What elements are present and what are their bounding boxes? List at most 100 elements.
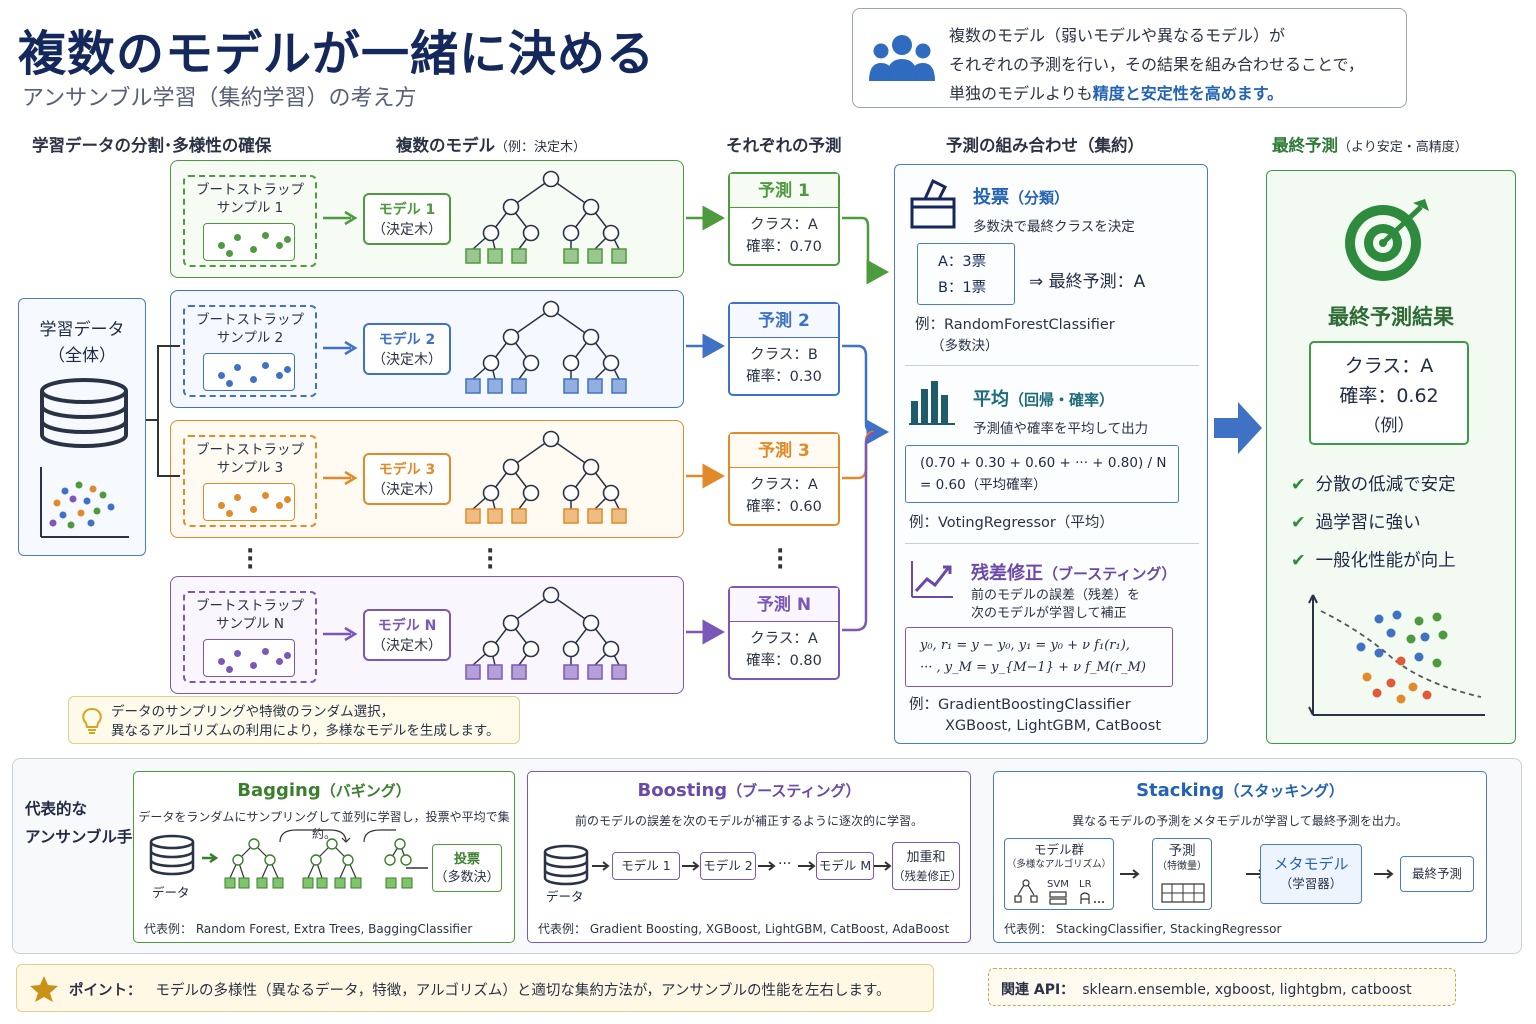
full-data-label-1: 学習データ bbox=[39, 320, 125, 340]
sample-label-2: サンプル 2 bbox=[216, 330, 284, 346]
col-head-preds: それぞれの予測 bbox=[726, 136, 842, 155]
sample-dot bbox=[276, 372, 283, 379]
api-text: 関連 API：sklearn.ensemble, xgboost, lightg… bbox=[1001, 979, 1412, 999]
tree-node bbox=[602, 224, 620, 242]
sample-dot bbox=[234, 650, 241, 657]
prediction-title: 予測 3 bbox=[730, 434, 838, 468]
tree-node bbox=[482, 640, 500, 658]
hint-box: データのサンプリングや特徴のランダム選択， 異なるアルゴリズムの利用により，多様… bbox=[68, 696, 520, 744]
model-box: モデル 1（決定木） bbox=[363, 193, 451, 245]
point-text: ポイント：モデルの多様性（異なるデータ，特徴，アルゴリズム）と適切な集約方法が，… bbox=[69, 979, 891, 1000]
arrow-icon bbox=[323, 626, 358, 642]
boosting-output: 加重和 （残差修正） bbox=[892, 842, 962, 890]
sample-dot bbox=[234, 364, 241, 371]
tree-leaf bbox=[487, 508, 503, 524]
final-class: クラス：A bbox=[1344, 355, 1434, 377]
boost-desc-2: 次のモデルが学習して補正 bbox=[971, 606, 1127, 621]
divider-1 bbox=[905, 365, 1199, 366]
database-icon bbox=[149, 834, 195, 876]
bootstrap-sample: ブートストラップサンプル N bbox=[183, 591, 317, 683]
bagging-output-2: （多数決） bbox=[434, 870, 500, 885]
model-type: （決定木） bbox=[372, 222, 442, 238]
sample-dot bbox=[276, 658, 283, 665]
col-head-final: 最終予測（より安定・高精度） bbox=[1272, 132, 1468, 156]
sample-dot bbox=[250, 662, 257, 669]
sample-dot bbox=[250, 376, 257, 383]
sample-dot bbox=[276, 502, 283, 509]
boosting-examples: 代表例： Gradient Boosting, XGBoost, LightGB… bbox=[538, 922, 950, 936]
stacking-examples: 代表例： StackingClassifier, StackingRegress… bbox=[1004, 922, 1282, 936]
prediction-class: クラス：A bbox=[750, 631, 818, 647]
stacking-meta-1: メタモデル bbox=[1273, 855, 1349, 873]
sample-dot bbox=[250, 246, 257, 253]
average-formula: (0.70 + 0.30 + 0.60 + ··· + 0.80) / N = … bbox=[905, 445, 1179, 503]
stacking-lr: LR bbox=[1079, 879, 1092, 890]
boosting-desc: 前のモデルの誤差を次のモデルが補正するように逐次的に学習。 bbox=[574, 814, 923, 828]
tree-leaf bbox=[334, 877, 346, 889]
sample-label: ブートストラップサンプル 1 bbox=[185, 181, 315, 217]
tree-leaf bbox=[487, 378, 503, 394]
boosting-ellipsis: ··· bbox=[778, 856, 792, 872]
bootstrap-sample: ブートストラップサンプル 1 bbox=[183, 175, 317, 267]
vote-result: ⇒ 最終予測：A bbox=[1029, 272, 1146, 292]
tree-node bbox=[522, 640, 540, 658]
tree-node bbox=[248, 838, 260, 850]
api-box: 関連 API：sklearn.ensemble, xgboost, lightg… bbox=[988, 968, 1456, 1006]
tree-node bbox=[582, 328, 600, 346]
sample-label: ブートストラップサンプル N bbox=[185, 597, 315, 633]
tree-node bbox=[502, 458, 520, 476]
tree-node bbox=[264, 854, 276, 866]
boost-title-note: （ブースティング） bbox=[1043, 565, 1177, 583]
tree-leaf bbox=[385, 877, 397, 889]
sample-label-1: ブートストラップ bbox=[196, 312, 304, 328]
stacking-model-group: モデル群 （多様なアルゴリズム） SVM LR bbox=[1004, 838, 1114, 910]
page-title: 複数のモデルが一緒に決める bbox=[18, 26, 656, 82]
stacking-svm: SVM bbox=[1047, 879, 1069, 890]
sample-dot bbox=[276, 242, 283, 249]
tree-node bbox=[384, 854, 396, 866]
svm-icon bbox=[1049, 891, 1067, 905]
benefit-3: ✔一般化性能が向上 bbox=[1291, 547, 1456, 572]
vote-desc: 多数決で最終クラスを決定 bbox=[973, 219, 1135, 235]
ellipsis-preds: ··· bbox=[776, 539, 785, 580]
prediction-prob: 確率：0.30 bbox=[746, 369, 822, 385]
intro-line-3-plain: 単独のモデルよりも bbox=[949, 84, 1093, 103]
stacking-group-2: （多様なアルゴリズム） bbox=[1006, 859, 1112, 870]
tree-leaf bbox=[611, 378, 627, 394]
star-icon bbox=[30, 976, 58, 1002]
boosting-card: Boosting（ブースティング） 前のモデルの誤差を次のモデルが補正するように… bbox=[527, 771, 971, 943]
bootstrap-sample: ブートストラップサンプル 2 bbox=[183, 305, 317, 397]
tree-node bbox=[522, 224, 540, 242]
tree-node bbox=[326, 838, 338, 850]
stacking-predictions: 予測 （特徴量） bbox=[1152, 838, 1212, 910]
hint-text: データのサンプリングや特徴のランダム選択， 異なるアルゴリズムの利用により，多様… bbox=[111, 703, 500, 741]
final-prob: 確率：0.62 bbox=[1339, 385, 1439, 407]
hint-line-1: データのサンプリングや特徴のランダム選択， bbox=[111, 704, 395, 720]
stacking-meta-model: メタモデル （学習器） bbox=[1260, 844, 1362, 904]
combine-panel: 投票（分類） 多数決で最終クラスを決定 A：3票 B：1票 ⇒ 最終予測：A 例… bbox=[894, 164, 1208, 744]
vote-title: 投票（分類） bbox=[973, 183, 1069, 209]
sample-dot bbox=[234, 234, 241, 241]
prediction-class: クラス：A bbox=[750, 217, 818, 233]
boost-desc-1: 前のモデルの誤差（残差）を bbox=[971, 588, 1141, 603]
sample-dot bbox=[226, 380, 233, 387]
boosting-model-1: モデル 1 bbox=[612, 852, 680, 880]
people-icon bbox=[869, 35, 935, 81]
model-row-1: ブートストラップサンプル 1 モデル 1（決定木） bbox=[170, 160, 684, 278]
sample-dot bbox=[250, 506, 257, 513]
bagging-trees bbox=[202, 829, 428, 889]
average-formula-1: (0.70 + 0.30 + 0.60 + ··· + 0.80) / N bbox=[920, 455, 1167, 471]
vote-title-label: 投票 bbox=[973, 187, 1009, 208]
col-head-final-note: （より安定・高精度） bbox=[1338, 140, 1468, 155]
scatter-icon bbox=[40, 467, 129, 538]
decision-tree-icon bbox=[465, 170, 627, 264]
bootstrap-sample: ブートストラップサンプル 3 bbox=[183, 435, 317, 527]
tree-node bbox=[482, 354, 500, 372]
sample-dot bbox=[262, 232, 269, 239]
model-type: （決定木） bbox=[372, 638, 442, 654]
prediction-prob: 確率：0.60 bbox=[746, 499, 822, 515]
sample-label-1: ブートストラップ bbox=[196, 598, 304, 614]
sample-label-2: サンプル N bbox=[216, 616, 284, 632]
